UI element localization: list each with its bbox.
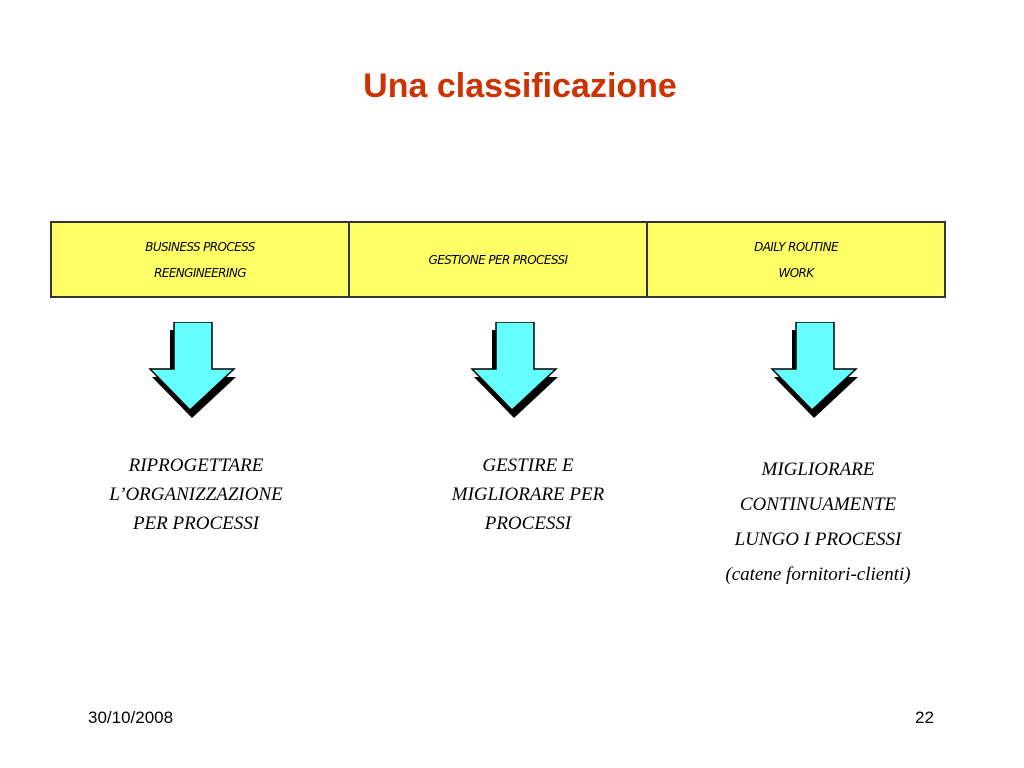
description-line: (catene fornitori-clienti): [725, 564, 911, 585]
category-line: DAILY ROUTINE: [754, 239, 838, 254]
description-line: L’ORGANIZZAZIONE: [109, 484, 283, 505]
category-line: GESTIONE PER PROCESSI: [428, 252, 568, 267]
category-box-gestione: GESTIONE PER PROCESSI: [350, 221, 648, 298]
description-line: PROCESSI: [484, 513, 572, 534]
arrow-down-icon: [148, 322, 236, 418]
description-line: LUNGO I PROCESSI: [734, 529, 902, 550]
description-line: RIPROGETTARE: [128, 455, 264, 476]
arrow-down-icon: [470, 322, 558, 418]
description-gestire: GESTIRE E MIGLIORARE PER PROCESSI: [402, 451, 654, 538]
description-line: GESTIRE E: [482, 455, 574, 476]
classification-row: BUSINESS PROCESS REENGINEERING GESTIONE …: [50, 221, 946, 298]
slide-title: Una classificazione: [363, 67, 677, 105]
footer-page-number: 22: [915, 708, 934, 727]
description-line: CONTINUAMENTE: [739, 494, 897, 515]
arrow-down-icon: [770, 322, 858, 418]
category-box-daily-routine: DAILY ROUTINE WORK: [648, 221, 946, 298]
category-line: WORK: [778, 265, 814, 280]
category-line: REENGINEERING: [154, 265, 246, 280]
footer-date: 30/10/2008: [88, 708, 174, 727]
description-line: PER PROCESSI: [132, 513, 260, 534]
category-box-bpr: BUSINESS PROCESS REENGINEERING: [50, 221, 350, 298]
description-migliorare: MIGLIORARE CONTINUAMENTE LUNGO I PROCESS…: [690, 452, 946, 592]
description-line: MIGLIORARE PER: [451, 484, 605, 505]
category-line: BUSINESS PROCESS: [145, 239, 255, 254]
description-riprogettare: RIPROGETTARE L’ORGANIZZAZIONE PER PROCES…: [70, 451, 322, 538]
description-line: MIGLIORARE: [761, 459, 875, 480]
